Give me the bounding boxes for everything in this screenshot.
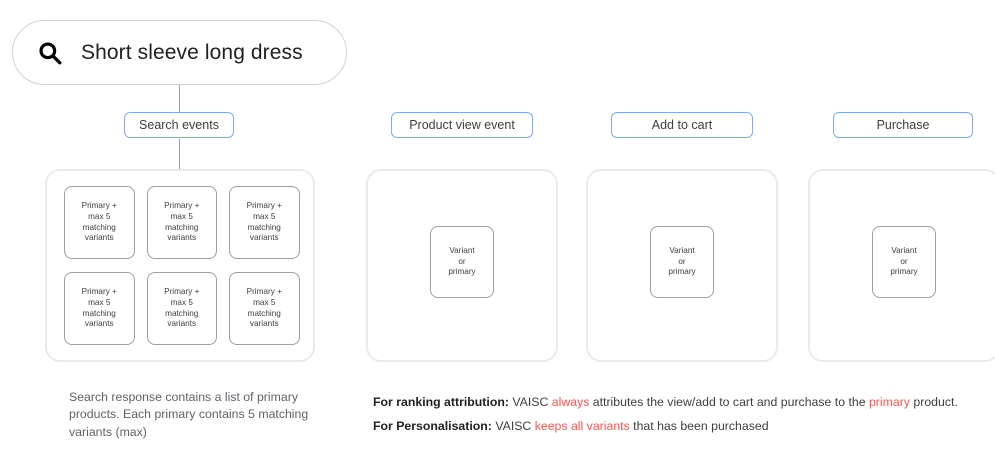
chip-label: Add to cart <box>651 118 713 132</box>
variant-card-line1: Variant <box>669 245 695 255</box>
primary-card-line4: variants <box>84 319 114 329</box>
primary-card: Primary + max 5 matching variants <box>229 186 300 259</box>
primary-card-line2: max 5 <box>170 211 193 221</box>
primary-card-line2: max 5 <box>88 211 111 221</box>
note-personalisation-label: For Personalisation: <box>373 418 492 433</box>
primary-card-line4: variants <box>249 233 279 243</box>
primary-card: Primary + max 5 matching variants <box>64 272 135 345</box>
search-response-caption: Search response contains a list of prima… <box>69 390 309 439</box>
search-bar[interactable]: Short sleeve long dress <box>12 20 347 85</box>
panel-add-to-cart: Variant or primary <box>586 169 778 362</box>
chip-label: Purchase <box>876 118 930 132</box>
variant-card-line3: primary <box>668 267 696 277</box>
primary-card-line3: matching <box>165 308 199 318</box>
primary-card: Primary + max 5 matching variants <box>146 186 217 259</box>
note-ranking-seg2: attributes the view/add to cart and purc… <box>589 395 869 409</box>
variant-card: Variant or primary <box>872 226 936 298</box>
panel-search-events: Primary + max 5 matching variants Primar… <box>45 169 315 362</box>
primary-card-line3: matching <box>82 308 116 318</box>
primary-card-line1: Primary + <box>164 200 200 210</box>
primary-card: Primary + max 5 matching variants <box>146 272 217 345</box>
primary-card-line2: max 5 <box>170 297 193 307</box>
chip-add-to-cart[interactable]: Add to cart <box>611 112 753 138</box>
search-icon <box>39 41 62 64</box>
panel-purchase: Variant or primary <box>808 169 995 362</box>
panel-product-view-event: Variant or primary <box>366 169 558 362</box>
primary-card-grid: Primary + max 5 matching variants Primar… <box>64 186 300 345</box>
variant-card-line1: Variant <box>449 245 475 255</box>
note-ranking-seg3: product. <box>909 395 958 409</box>
primary-card-line3: matching <box>247 308 281 318</box>
variant-card-line2: or <box>900 256 908 266</box>
primary-card-line1: Primary + <box>81 200 117 210</box>
connector-line-bottom <box>178 139 181 169</box>
variant-card-line2: or <box>458 256 466 266</box>
note-personalisation-seg2: that has been purchased <box>629 418 769 433</box>
note-personalisation-seg1: VAISC <box>491 418 535 433</box>
variant-card: Variant or primary <box>650 226 714 298</box>
search-query-text: Short sleeve long dress <box>81 40 303 64</box>
chip-product-view-event[interactable]: Product view event <box>391 112 533 138</box>
note-personalisation-highlight-1: keeps all variants <box>534 418 630 433</box>
variant-card-line3: primary <box>448 267 476 277</box>
primary-card: Primary + max 5 matching variants <box>64 186 135 259</box>
primary-card-line1: Primary + <box>164 286 200 296</box>
note-ranking-label: For ranking attribution: <box>373 395 509 409</box>
primary-card-line4: variants <box>167 319 197 329</box>
chip-label: Product view event <box>409 118 515 132</box>
variant-card-line1: Variant <box>891 245 917 255</box>
note-ranking-highlight-1: always <box>551 395 590 409</box>
note-ranking-highlight-2: primary <box>868 395 910 409</box>
chip-label: Search events <box>139 118 219 132</box>
note-ranking-seg1: VAISC <box>508 395 552 409</box>
primary-card-line2: max 5 <box>88 297 111 307</box>
primary-card-line4: variants <box>249 319 279 329</box>
chip-purchase[interactable]: Purchase <box>833 112 973 138</box>
attribution-notes: For ranking attribution: VAISC always at… <box>373 391 988 439</box>
primary-card-line4: variants <box>84 233 114 243</box>
variant-card-line3: primary <box>890 267 918 277</box>
primary-card-line1: Primary + <box>81 286 117 296</box>
primary-card-line2: max 5 <box>253 297 276 307</box>
primary-card-line1: Primary + <box>246 286 282 296</box>
note-ranking-attribution: For ranking attribution: VAISC always at… <box>373 391 988 415</box>
primary-card-line1: Primary + <box>246 200 282 210</box>
primary-card-line3: matching <box>165 222 199 232</box>
chip-search-events[interactable]: Search events <box>124 112 234 138</box>
variant-card: Variant or primary <box>430 226 494 298</box>
connector-line-top <box>178 85 181 113</box>
primary-card-line3: matching <box>247 222 281 232</box>
primary-card: Primary + max 5 matching variants <box>229 272 300 345</box>
primary-card-line3: matching <box>82 222 116 232</box>
primary-card-line4: variants <box>167 233 197 243</box>
primary-card-line2: max 5 <box>253 211 276 221</box>
variant-card-line2: or <box>678 256 686 266</box>
note-personalisation: For Personalisation: VAISC keeps all var… <box>373 415 988 439</box>
